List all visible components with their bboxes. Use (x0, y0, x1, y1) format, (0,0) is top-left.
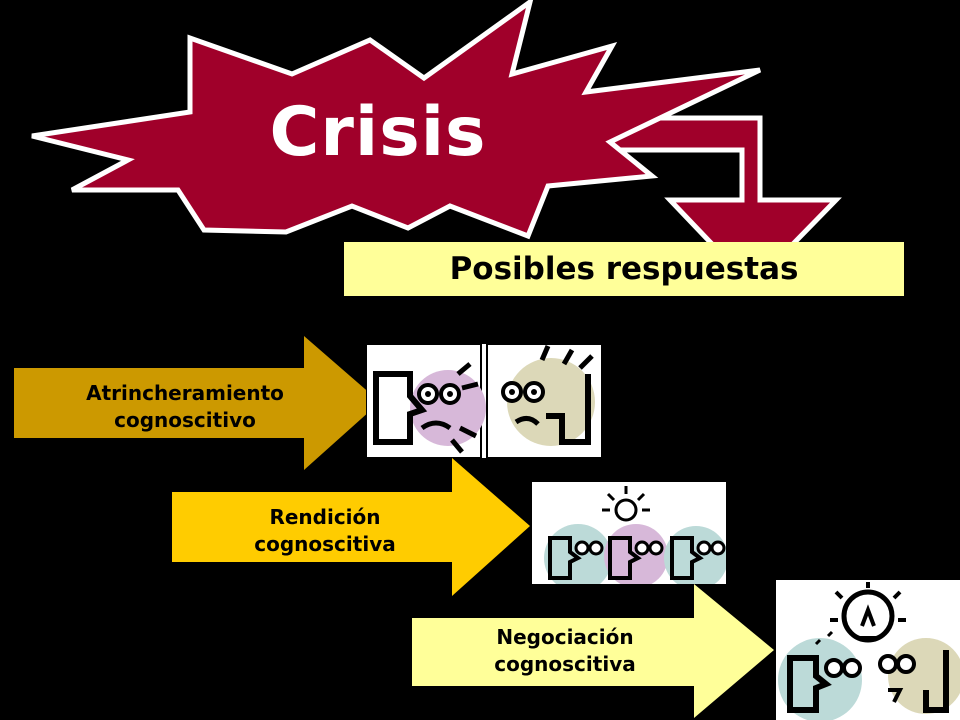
arrow-atrincheramiento (14, 336, 380, 470)
arrow-negociacion (412, 584, 774, 718)
label-rendicion-line1: Rendición (269, 505, 381, 529)
label-rendicion-line2: cognoscitiva (254, 532, 396, 556)
responses-header-text: Posibles respuestas (449, 251, 799, 287)
label-atrincheramiento-line2: cognoscitivo (114, 408, 256, 432)
label-rendicion: Rendición cognoscitiva (200, 504, 450, 558)
three-faces-idea-icon (532, 482, 726, 584)
crisis-burst (31, 0, 762, 240)
arrow-rendicion (172, 458, 530, 596)
label-negociacion-line1: Negociación (496, 625, 634, 649)
label-atrincheramiento: Atrincheramiento cognoscitivo (40, 380, 330, 434)
angry-faces-icon (366, 344, 602, 458)
two-faces-idea-icon (776, 580, 960, 720)
label-atrincheramiento-line1: Atrincheramiento (86, 381, 284, 405)
label-negociacion: Negociación cognoscitiva (440, 624, 690, 678)
crisis-title: Crisis (269, 93, 487, 172)
responses-header: Posibles respuestas (344, 242, 904, 296)
label-negociacion-line2: cognoscitiva (494, 652, 636, 676)
